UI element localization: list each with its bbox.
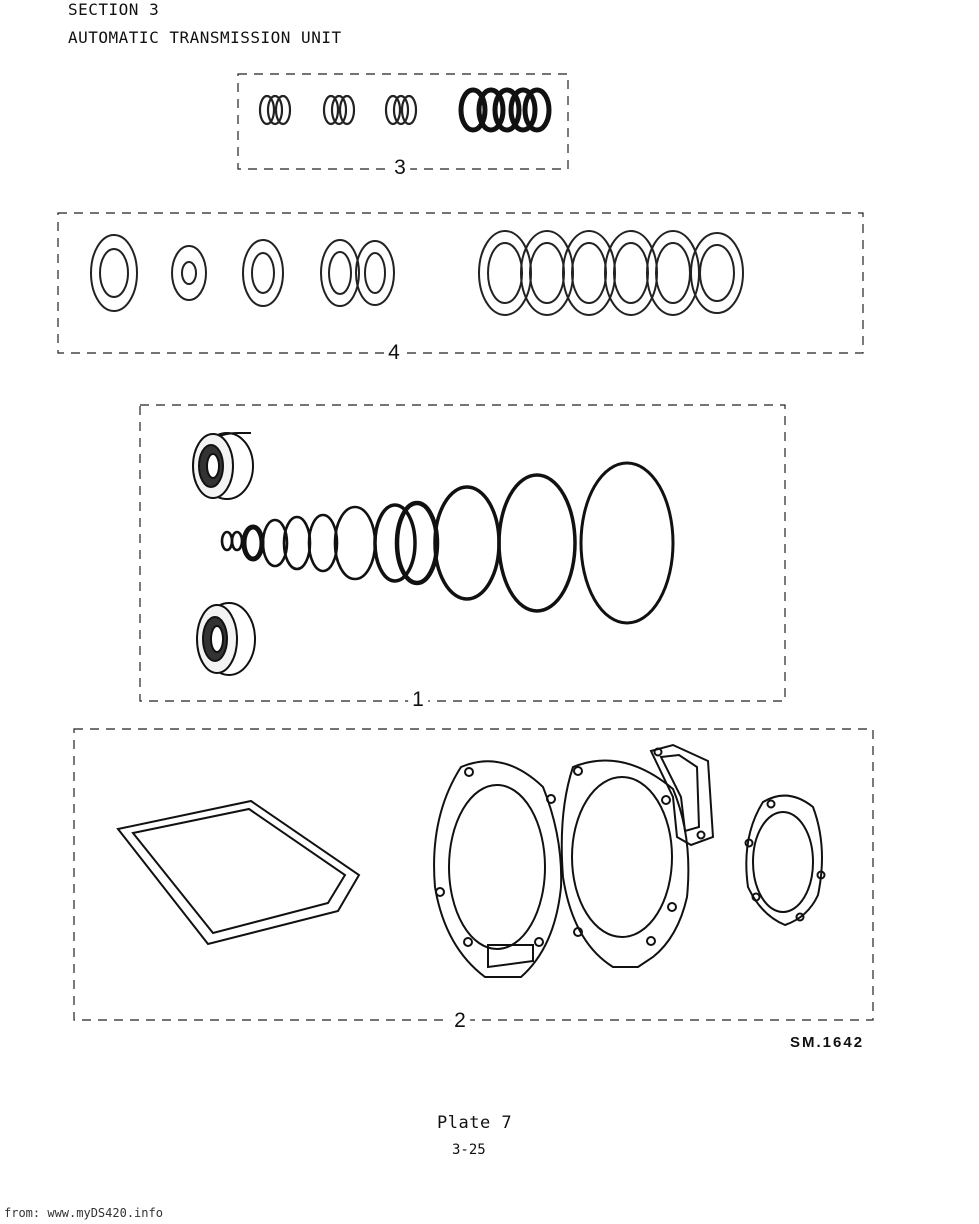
parts-group-2: 2: [73, 727, 875, 1033]
small-gasket: [744, 794, 826, 927]
parts-group-3: 3: [237, 72, 570, 180]
page-number: 3-25: [452, 1142, 486, 1158]
seal-rings-drawing: [237, 73, 569, 170]
thrust-washers-drawing: [57, 212, 864, 354]
document-title: AUTOMATIC TRANSMISSION UNIT: [68, 28, 342, 47]
gaskets-drawing: [73, 728, 874, 1021]
parts-group-1: 1: [139, 403, 787, 712]
group-label: 1: [408, 688, 428, 712]
group-label: 4: [384, 341, 404, 365]
lip-seal-lower: [196, 602, 256, 676]
plate-number: Plate 7: [437, 1113, 513, 1133]
sump-gasket: [116, 799, 361, 946]
source-watermark: from: www.myDS420.info: [4, 1206, 163, 1220]
group-label: 2: [450, 1009, 470, 1033]
section-heading: SECTION 3: [68, 0, 160, 19]
lip-seal-upper: [192, 432, 254, 500]
large-gasket-left: [433, 760, 563, 978]
large-gasket-right: [560, 743, 715, 968]
parts-group-4: 4: [57, 211, 865, 365]
oil-seals-and-o-rings-drawing: [139, 404, 786, 702]
figure-reference: SM.1642: [790, 1034, 865, 1051]
group-label: 3: [390, 156, 410, 180]
